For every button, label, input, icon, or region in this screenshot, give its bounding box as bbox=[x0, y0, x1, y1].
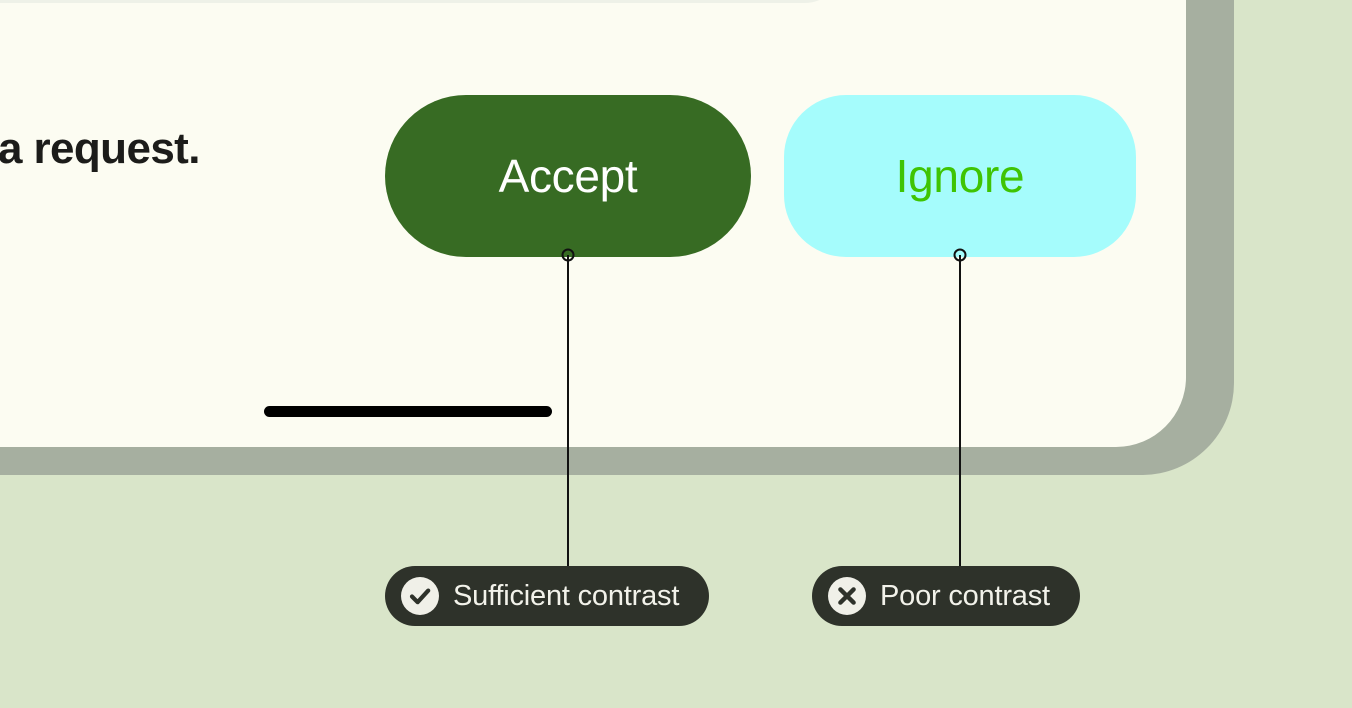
annotation-label: Sufficient contrast bbox=[453, 579, 680, 612]
x-circle-icon bbox=[828, 577, 866, 615]
accept-button[interactable]: Accept bbox=[385, 95, 751, 257]
annotation-badge-sufficient: Sufficient contrast bbox=[385, 566, 710, 626]
annotation-label: Poor contrast bbox=[880, 579, 1050, 612]
request-card bbox=[0, 0, 846, 3]
request-message: a request. bbox=[0, 124, 200, 173]
annotation-badge-poor: Poor contrast bbox=[812, 566, 1080, 626]
connector-line bbox=[567, 255, 569, 568]
ignore-button[interactable]: Ignore bbox=[784, 95, 1136, 257]
check-circle-icon bbox=[401, 577, 439, 615]
home-indicator bbox=[264, 406, 552, 417]
connector-line bbox=[959, 255, 961, 568]
